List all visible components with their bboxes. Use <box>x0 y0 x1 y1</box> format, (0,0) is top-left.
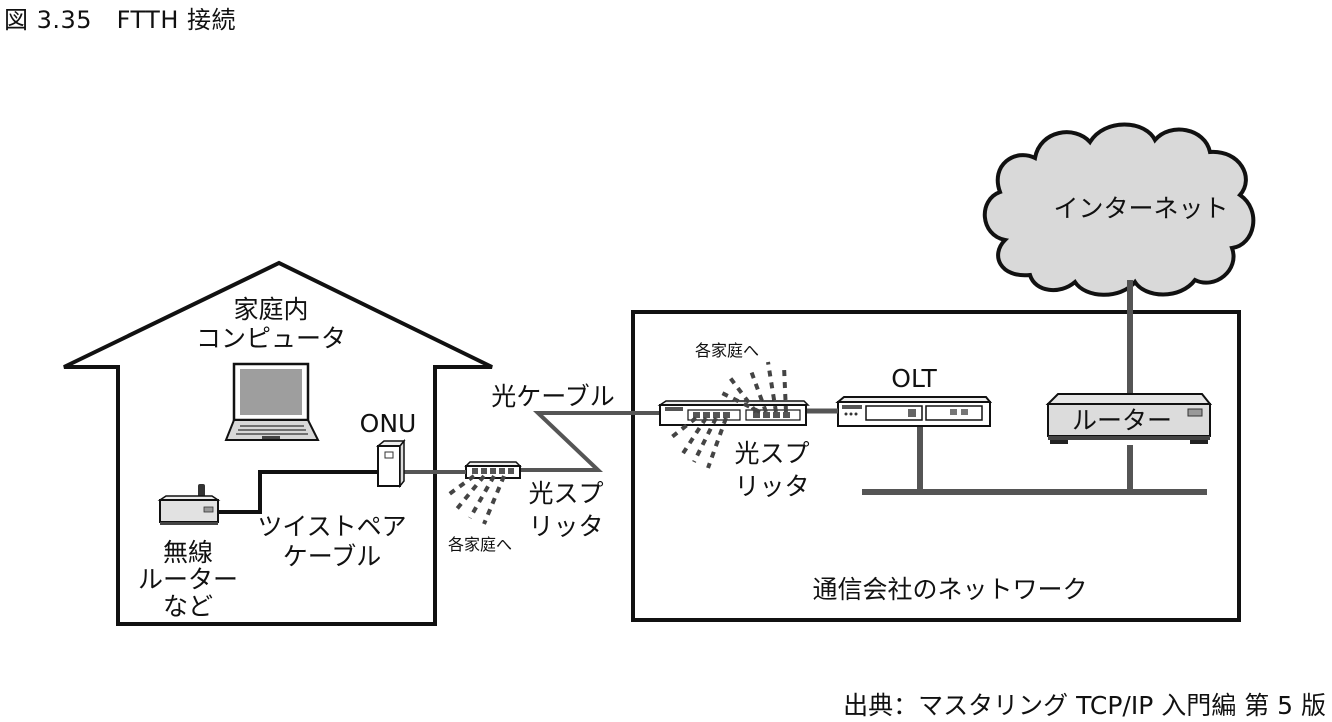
fiber-cable-line <box>520 411 660 472</box>
twisted-pair-label-1: ツイストペア <box>257 512 406 541</box>
house-outline <box>63 260 493 626</box>
olt-label: OLT <box>891 364 937 393</box>
laptop-icon <box>224 362 320 441</box>
carrier-network-box <box>631 310 1241 622</box>
figure-title: 図 3.35 FTTH 接続 <box>4 6 237 34</box>
co-splitter-label-2: リッタ <box>734 472 809 501</box>
co-fibers-down <box>666 416 728 469</box>
router-label: ルーター <box>1072 406 1172 435</box>
home-splitter-label-2: リッタ <box>528 512 603 541</box>
wireless-label-1: 無線 <box>163 538 213 567</box>
home-splitter-fibers <box>446 474 506 525</box>
router-icon <box>1045 393 1213 444</box>
to-each-home-left-label: 各家庭へ <box>448 535 512 554</box>
fiber-cable-label: 光ケーブル <box>491 382 615 411</box>
wireless-label-2: ルーター <box>138 565 238 594</box>
twisted-pair-line <box>216 470 378 514</box>
wireless-router-icon <box>157 484 221 525</box>
internet-label: インターネット <box>1053 194 1228 223</box>
home-pc-label-1: 家庭内 <box>233 295 308 324</box>
onu-icon <box>375 438 406 489</box>
source-credit: 出典：マスタリング TCP/IP 入門編 第 5 版 <box>843 691 1326 720</box>
splitter-icon <box>657 400 810 426</box>
twisted-pair-label-2: ケーブル <box>283 542 382 571</box>
onu-label: ONU <box>360 409 417 438</box>
carrier-network-label: 通信会社のネットワーク <box>812 575 1087 604</box>
home-pc-label-2: コンピュータ <box>196 324 346 353</box>
co-splitter-label-1: 光スプ <box>734 439 809 468</box>
to-each-home-top-label: 各家庭へ <box>695 341 759 360</box>
olt-icon <box>835 396 993 427</box>
co-fibers-up <box>719 361 788 414</box>
home-splitter-label-1: 光スプ <box>528 479 603 508</box>
wireless-label-3: など <box>163 592 213 621</box>
cloud-icon <box>982 122 1256 297</box>
